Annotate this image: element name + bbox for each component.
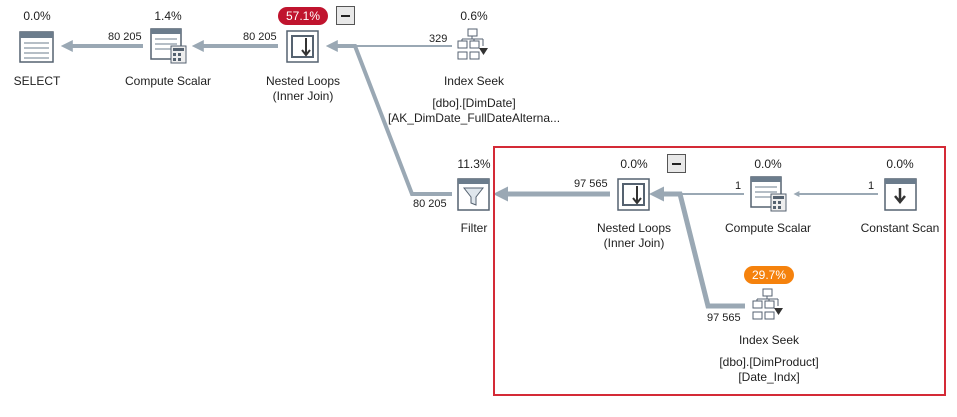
constant-scan-label: Constant Scan xyxy=(860,221,940,235)
select-icon[interactable] xyxy=(19,30,55,64)
row-count: 97 565 xyxy=(707,312,741,324)
row-count: 1 xyxy=(735,180,742,192)
index-seek-label: Index Seek xyxy=(443,74,505,88)
select-cost: 0.0% xyxy=(23,9,51,23)
select-label: SELECT xyxy=(13,74,61,88)
row-count: 80 205 xyxy=(108,31,142,43)
edge-seek2-to-loops2 xyxy=(649,186,745,309)
nested-loops-label: Nested Loops xyxy=(265,74,341,88)
nested-loops-cost: 0.0% xyxy=(620,157,648,171)
constant-scan-icon[interactable] xyxy=(884,178,918,212)
row-count: 329 xyxy=(429,33,448,45)
index-seek-icon[interactable] xyxy=(752,288,786,322)
index-seek-cost-badge: 29.7% xyxy=(743,266,795,284)
compute-scalar-label: Compute Scalar xyxy=(124,74,212,88)
collapse-button[interactable] xyxy=(667,154,686,173)
compute-scalar-icon[interactable] xyxy=(750,176,788,212)
nested-loops-icon[interactable] xyxy=(617,178,651,212)
row-count: 80 205 xyxy=(243,31,277,43)
nested-loops-cost-badge: 57.1% xyxy=(277,7,329,25)
index-seek-label: Index Seek xyxy=(738,333,800,347)
index-seek-icon[interactable] xyxy=(457,28,491,62)
index-seek-object: [dbo].[DimDate] xyxy=(432,96,516,110)
row-count: 1 xyxy=(868,180,875,192)
constant-scan-cost: 0.0% xyxy=(886,157,914,171)
filter-cost: 11.3% xyxy=(457,157,491,171)
nested-loops-icon[interactable] xyxy=(286,30,320,64)
nested-loops-label: Nested Loops xyxy=(596,221,672,235)
index-seek-cost: 0.6% xyxy=(460,9,488,23)
compute-scalar-label: Compute Scalar xyxy=(724,221,812,235)
compute-scalar-cost: 0.0% xyxy=(754,157,782,171)
filter-icon[interactable] xyxy=(457,178,491,212)
row-count: 97 565 xyxy=(574,178,608,190)
highlight-region xyxy=(493,146,946,396)
index-seek-object: [dbo].[DimProduct] xyxy=(719,355,819,369)
compute-scalar-icon[interactable] xyxy=(150,28,188,64)
collapse-button[interactable] xyxy=(336,6,355,25)
index-seek-index: [Date_Indx] xyxy=(738,370,800,384)
compute-scalar-cost: 1.4% xyxy=(154,9,182,23)
row-count: 80 205 xyxy=(413,198,447,210)
nested-loops-sublabel: (Inner Join) xyxy=(603,236,665,250)
index-seek-index: [AK_DimDate_FullDateAlterna... xyxy=(387,111,561,125)
edge-filter-to-loops xyxy=(325,40,452,196)
nested-loops-sublabel: (Inner Join) xyxy=(272,89,334,103)
filter-label: Filter xyxy=(460,221,488,235)
